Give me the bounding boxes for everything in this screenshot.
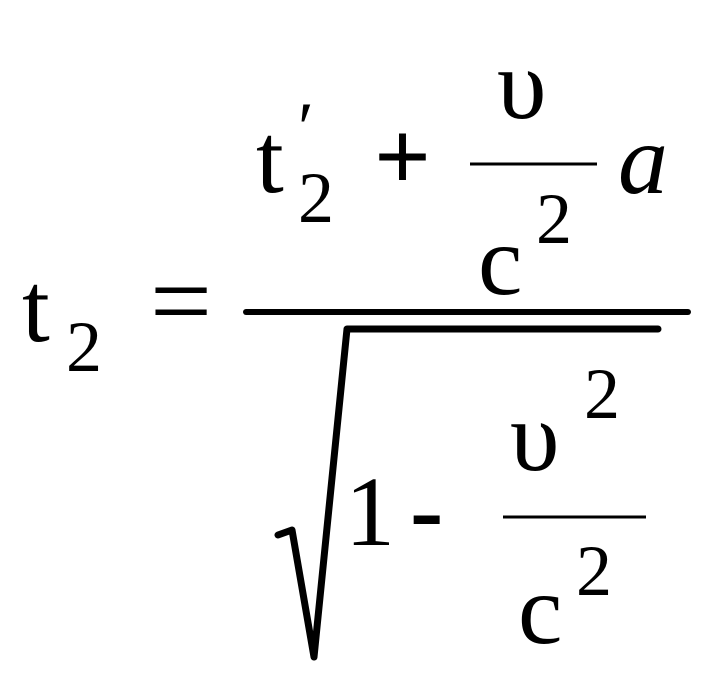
den-minus: - [410,454,443,565]
radical-sign [274,325,662,661]
num-frac-upsilon: υ [497,29,547,140]
lhs-subscript: 2 [66,307,102,387]
num-prime: ′ [298,88,314,168]
num-t: t [256,103,284,214]
den-frac-c: c [518,554,562,665]
num-frac-exp: 2 [536,179,572,259]
num-frac-c: c [478,205,522,316]
den-frac-upsilon: υ [510,381,560,492]
den-one: 1 [345,456,395,567]
equals-sign: = [150,240,212,362]
num-subscript: 2 [298,158,334,238]
plus-sign: + [374,101,431,212]
num-factor-a: a [618,104,668,215]
den-frac-c-exp: 2 [576,531,612,611]
den-frac-upsilon-exp: 2 [584,354,620,434]
lhs-t: t [22,252,50,363]
